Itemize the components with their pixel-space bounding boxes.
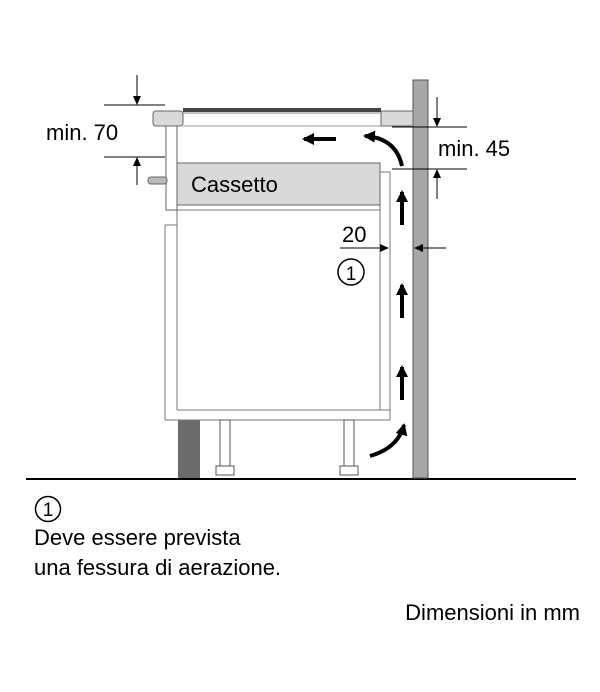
wall xyxy=(412,79,429,479)
airflow-arrows xyxy=(302,130,408,458)
drawer xyxy=(176,162,381,206)
plinth xyxy=(178,420,200,478)
drawer-label: Cassetto xyxy=(191,172,278,197)
callout-number: 1 xyxy=(346,264,357,285)
min-45-label: min. 45 xyxy=(438,136,510,161)
units-note: Dimensioni in mm xyxy=(405,600,580,625)
callout-circle xyxy=(337,258,365,286)
legend-line-2: una fessura di aerazione. xyxy=(34,555,282,580)
gap-20-label: 20 xyxy=(342,222,366,247)
hob-worktop xyxy=(147,108,414,211)
dimension-min-70 xyxy=(104,75,165,185)
cabinet xyxy=(164,171,391,421)
legend-number: 1 xyxy=(43,500,54,521)
cabinet-legs xyxy=(215,419,359,476)
min-70-label: min. 70 xyxy=(46,120,118,145)
legend-line-1: Deve essere prevista xyxy=(34,525,241,550)
legend-number-badge: 1 xyxy=(34,495,62,523)
legend-note: 1 Deve essere prevista una fessura di ae… xyxy=(34,495,281,583)
dimension-min-45 xyxy=(392,97,467,199)
